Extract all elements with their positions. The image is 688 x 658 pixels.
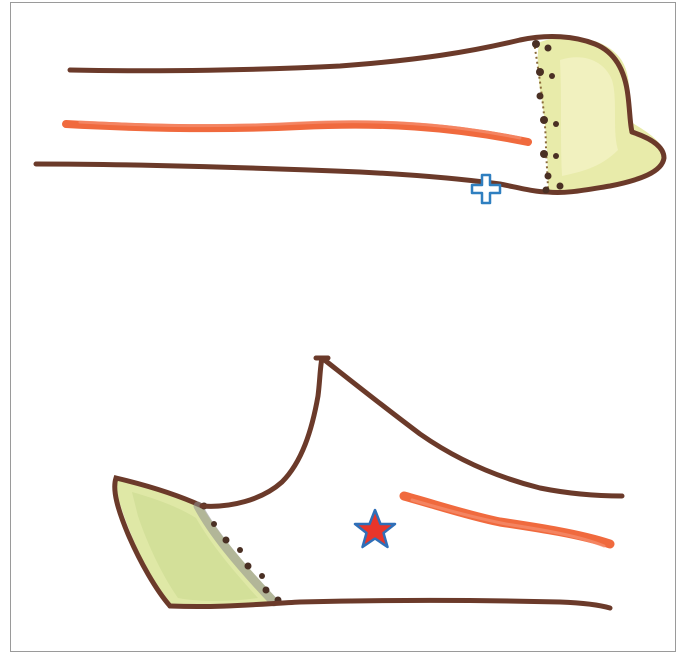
star-icon [355,510,395,547]
bottom-bone-panel [115,358,622,608]
bottom-bone-upper-outline [202,358,622,506]
top-bone-panel [36,37,664,203]
